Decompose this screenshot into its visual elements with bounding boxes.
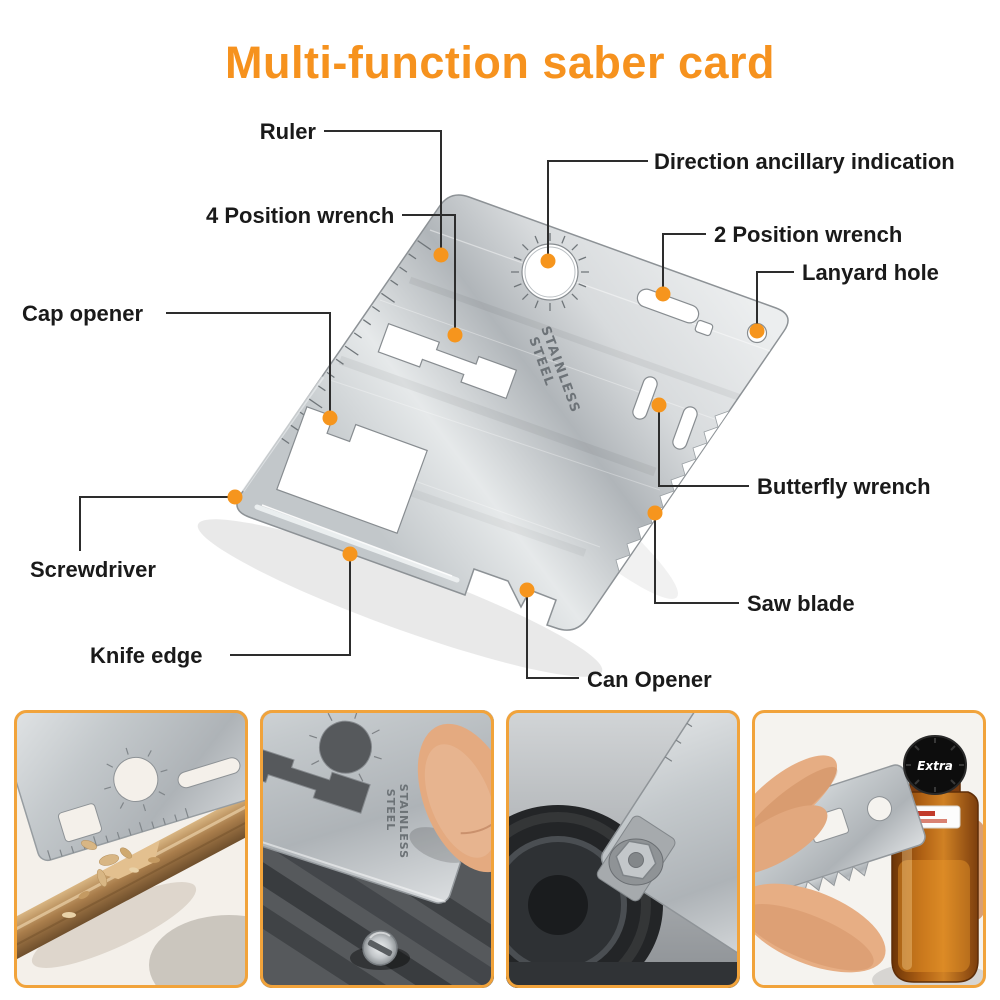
saber-card-small: STAINLESS STEEL xyxy=(260,710,494,904)
butterfly-wrench-slot-2 xyxy=(672,406,698,450)
bottle-cap: Extra xyxy=(903,735,967,795)
callout-dot-four-position-wrench xyxy=(447,327,463,343)
callout-line-can-opener xyxy=(526,596,579,679)
callout-label-ruler: Ruler xyxy=(260,119,317,144)
page-title: Multi-function saber card xyxy=(225,37,775,88)
callout-label-screwdriver: Screwdriver xyxy=(30,557,156,582)
saber-card-photo: STAINLESS STEEL xyxy=(236,194,789,631)
wooden-stick xyxy=(14,788,248,968)
screw xyxy=(362,930,398,966)
callout-dot-ruler xyxy=(433,247,449,263)
callout-dot-direction xyxy=(540,253,556,269)
hand-fingers xyxy=(752,755,886,973)
photo-bottle-opening: Extra xyxy=(752,710,986,988)
direction-dial-hole xyxy=(521,243,579,301)
two-position-wrench-cutout xyxy=(636,288,700,324)
knife-edge-shine xyxy=(261,504,453,577)
hex-bolt xyxy=(608,838,664,886)
two-position-wrench-notch xyxy=(694,319,714,337)
callout-line-ruler xyxy=(324,130,442,250)
callout-label-four-position-wrench: 4 Position wrench xyxy=(206,203,394,228)
callout-labels: Ruler Direction ancillary indication 4 P… xyxy=(22,119,955,692)
butterfly-wrench-slot-1 xyxy=(632,376,658,420)
callout-label-butterfly-wrench: Butterfly wrench xyxy=(757,474,931,499)
photo-border xyxy=(752,710,986,988)
saber-card-small xyxy=(14,710,248,862)
screwdriver-edge-bevel xyxy=(241,376,325,492)
callout-dot-knife-edge xyxy=(342,546,358,562)
dial-rim xyxy=(524,246,576,298)
photo-border xyxy=(260,710,494,988)
callout-label-cap-opener: Cap opener xyxy=(22,301,143,326)
callout-label-direction: Direction ancillary indication xyxy=(654,149,955,174)
callout-line-direction xyxy=(547,160,648,256)
callout-label-two-position-wrench: 2 Position wrench xyxy=(714,222,902,247)
callout-dot-butterfly-wrench xyxy=(651,397,667,413)
callout-line-screwdriver xyxy=(79,496,228,551)
photo-border xyxy=(14,710,248,988)
callout-line-saw-blade xyxy=(654,519,739,604)
photo-screwdriver-on-screw: STAINLESS STEEL xyxy=(260,710,494,988)
callout-dot-lanyard-hole xyxy=(749,323,765,339)
knife-edge-bevel xyxy=(254,504,460,583)
callout-dot-cap-opener xyxy=(322,410,338,426)
direction-dial-ticks xyxy=(511,233,589,311)
callout-line-four-position-wrench xyxy=(402,214,456,330)
photo-whittling-wood xyxy=(14,710,248,988)
callout-label-can-opener: Can Opener xyxy=(587,667,712,692)
callout-label-lanyard-hole: Lanyard hole xyxy=(802,260,939,285)
callout-dots xyxy=(227,247,765,598)
callout-line-butterfly-wrench xyxy=(658,411,749,487)
callout-dot-can-opener xyxy=(519,582,535,598)
callout-line-two-position-wrench xyxy=(662,233,706,289)
wood-shavings xyxy=(62,840,160,918)
callout-line-lanyard-hole xyxy=(756,271,794,325)
callout-dot-two-position-wrench xyxy=(655,286,671,302)
callout-line-knife-edge xyxy=(230,560,351,656)
stainless-steel-engraving: STAINLESS STEEL xyxy=(384,784,410,864)
callout-dot-saw-blade xyxy=(647,505,663,521)
callout-label-knife-edge: Knife edge xyxy=(90,643,202,668)
photo-border xyxy=(506,710,740,988)
photo-wrench-on-bolt xyxy=(506,710,740,988)
bottle-cap-text: Extra xyxy=(917,759,953,773)
callout-dot-screwdriver xyxy=(227,489,243,505)
callout-line-cap-opener xyxy=(166,312,331,413)
callout-label-saw-blade: Saw blade xyxy=(747,591,855,616)
callout-lines xyxy=(79,130,794,679)
four-position-wrench-cutout xyxy=(377,322,518,400)
